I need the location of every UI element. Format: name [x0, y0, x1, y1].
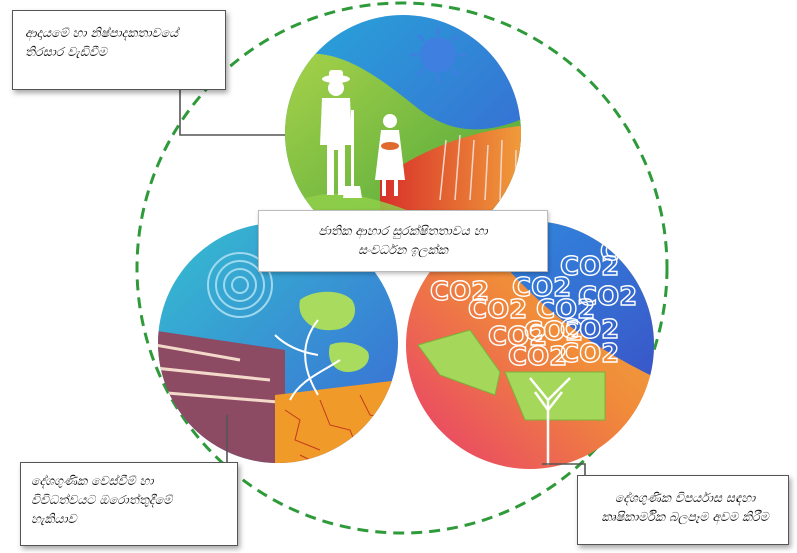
node-text-line: ජාතික ආහාර සුරක්ෂිතතාවය හා: [318, 223, 488, 238]
co2-label: CO2: [560, 315, 619, 345]
co2-label: CO2: [430, 277, 489, 307]
tree-icon: [274, 291, 369, 401]
co2-label: CO2: [536, 295, 595, 325]
connector-lines: [179, 90, 586, 475]
connector-bottom-right: [542, 463, 586, 475]
node-food-security-goals: ජාතික ආහාර සුරක්ෂිතතාවය හා සංවර්ධන ඉලක්ක: [258, 210, 548, 272]
node-text-line: විවිධත්වයට ඔරොත්තුදීමේ: [31, 492, 173, 507]
sun-icon: [410, 27, 466, 83]
co2-label: CO2: [600, 237, 659, 267]
node-climate-resilience: දේශගුණික වෙස්වීම් හා විවිධත්වයට ඔරොත්තුද…: [20, 462, 238, 546]
sprout-icon: [529, 377, 571, 465]
co2-label: CO2: [560, 339, 619, 369]
farmer-man-icon: [320, 70, 362, 198]
co2-label: CO2: [512, 273, 571, 303]
farmer-girl-icon: [375, 114, 405, 196]
co2-label: CO2: [468, 295, 527, 325]
node-income-productivity: ආදායමේ හා නිෂ්පාදකතාවයේ තිරසාර වැඩිවීම: [12, 10, 226, 90]
connector-top-left: [179, 90, 285, 136]
node-text-line: සංවර්ධන ඉලක්ක: [358, 242, 448, 257]
outer-dashed-circle: [135, 1, 669, 535]
co2-label: CO2: [578, 282, 637, 312]
co2-label: CO2: [560, 252, 619, 282]
co2-label: CO2: [488, 322, 547, 352]
wind-spiral-icon: [207, 252, 273, 318]
node-text-line: කෘෂිකාර්මික බලපෑම අවම කිරීම: [601, 509, 769, 524]
co2-icon: CO2 CO2 CO2 CO2 CO2 CO2 CO2 CO2 CO2 CO2 …: [429, 236, 659, 372]
node-text-line: තිරසාර වැඩිවීම: [25, 44, 108, 59]
node-text-line: හැකියාව: [31, 511, 77, 526]
co2-label: CO2: [508, 342, 567, 372]
co2-label: CO2: [524, 317, 583, 347]
node-emission-mitigation: දේශගුණික විපර්යාස සඳහා කෘෂිකාර්මික බලපෑම…: [577, 475, 789, 545]
node-text-line: දේශගුණික විපර්යාස සඳහා: [614, 490, 756, 505]
node-text-line: දේශගුණික වෙස්වීම් හා: [31, 473, 154, 488]
node-text-line: ආදායමේ හා නිෂ්පාදකතාවයේ: [25, 25, 179, 40]
